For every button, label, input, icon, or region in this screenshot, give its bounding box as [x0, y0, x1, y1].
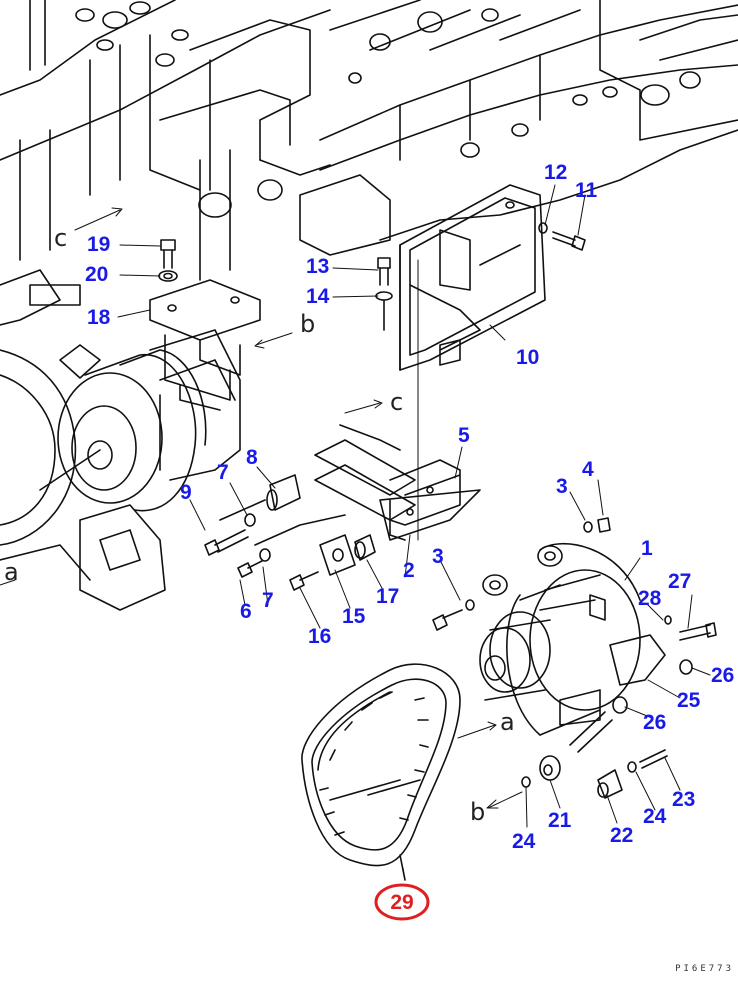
bolts-11-14-drawing: [375, 222, 586, 331]
ref-letter-b-upper: b: [300, 310, 316, 338]
leader-lines: [117, 184, 711, 881]
callout-11: 11: [575, 179, 598, 202]
callout-19: 19: [87, 233, 111, 256]
ref-letter-c-left: c: [54, 224, 68, 252]
alternator-1-drawing: [479, 543, 641, 736]
callout-7-lower: 7: [262, 589, 274, 612]
callout-10: 10: [516, 346, 540, 369]
ref-letter-c-center: c: [390, 388, 404, 416]
callout-24-left: 24: [512, 830, 536, 853]
callout-7-upper: 7: [217, 461, 229, 484]
callout-18: 18: [87, 306, 111, 329]
callout-16: 16: [308, 625, 332, 648]
bracket-18-drawing: [149, 279, 261, 471]
callout-2: 2: [403, 559, 415, 582]
callout-26-lower: 26: [643, 711, 667, 734]
callout-8: 8: [246, 446, 258, 469]
callout-20: 20: [85, 263, 109, 286]
callout-23: 23: [672, 788, 696, 811]
lower-parts-drawing: [521, 615, 717, 799]
bolt-19-drawing: [158, 239, 178, 282]
highlight-ring: [374, 883, 430, 921]
engine-block-drawing: [0, 0, 738, 281]
callout-28: 28: [638, 587, 662, 610]
callout-13: 13: [306, 255, 330, 278]
callout-3-lower: 3: [432, 545, 444, 568]
drawing-code: PI6E773: [675, 964, 734, 974]
ref-letter-a-left: a: [4, 558, 19, 586]
callout-1: 1: [641, 537, 653, 560]
callout-15: 15: [342, 605, 366, 628]
adjuster-bracket-5-drawing: [314, 424, 481, 541]
callout-5: 5: [458, 424, 470, 447]
callout-12: 12: [544, 161, 568, 184]
callout-25: 25: [677, 689, 701, 712]
ref-letter-b-lower: b: [470, 798, 486, 826]
callout-9: 9: [180, 481, 192, 504]
callout-4: 4: [582, 458, 594, 481]
callout-26-right: 26: [711, 664, 735, 687]
callout-29-highlighted: 29: [390, 891, 414, 914]
reference-arrows: [0, 207, 523, 809]
callout-6: 6: [240, 600, 252, 623]
left-pulley-drawing: [0, 269, 241, 611]
small-parts-drawing: [204, 474, 611, 631]
fan-belt-29-drawing: [301, 663, 461, 881]
callout-3-upper: 3: [556, 475, 568, 498]
callout-27: 27: [668, 570, 692, 593]
bracket-plate-10-drawing: [399, 184, 546, 371]
ref-letter-a-right: a: [500, 708, 515, 736]
callout-17: 17: [376, 585, 400, 608]
callout-22: 22: [610, 824, 634, 847]
callout-24-right: 24: [643, 805, 667, 828]
callout-14: 14: [306, 285, 330, 308]
callout-21: 21: [548, 809, 572, 832]
